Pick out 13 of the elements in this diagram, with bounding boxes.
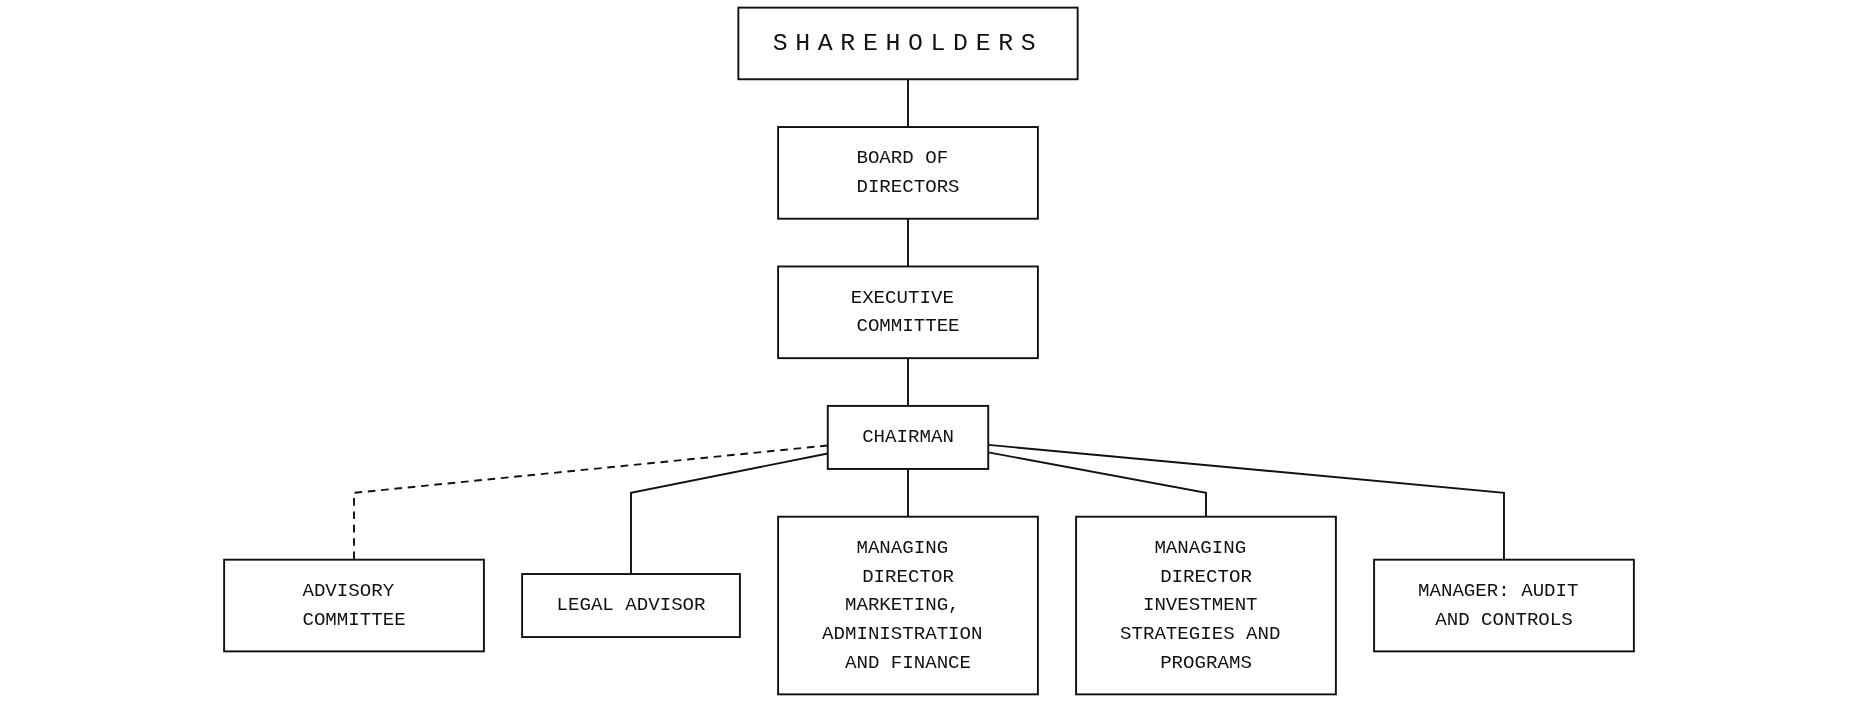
connector <box>907 357 909 407</box>
node-box: SHAREHOLDERS <box>737 6 1079 81</box>
connector <box>907 78 909 128</box>
node-box: BOARD OF DIRECTORS <box>777 126 1039 220</box>
node-box: EXECUTIVE COMMITTEE <box>777 265 1039 360</box>
node-box: MANAGING DIRECTOR INVESTMENT STRATEGIES AND PROGRAMS <box>1075 515 1337 696</box>
node-box: CHAIRMAN <box>826 404 990 470</box>
node-box: MANAGING DIRECTOR MARKETING, ADMINISTRATION AND FINANCE <box>777 515 1039 696</box>
connector <box>907 217 909 268</box>
connector <box>907 468 909 518</box>
node-box: MANAGER: AUDIT AND CONTROLS <box>1373 558 1635 653</box>
node-box: LEGAL ADVISOR <box>521 573 741 638</box>
node-box: ADVISORY COMMITTEE <box>223 558 485 653</box>
